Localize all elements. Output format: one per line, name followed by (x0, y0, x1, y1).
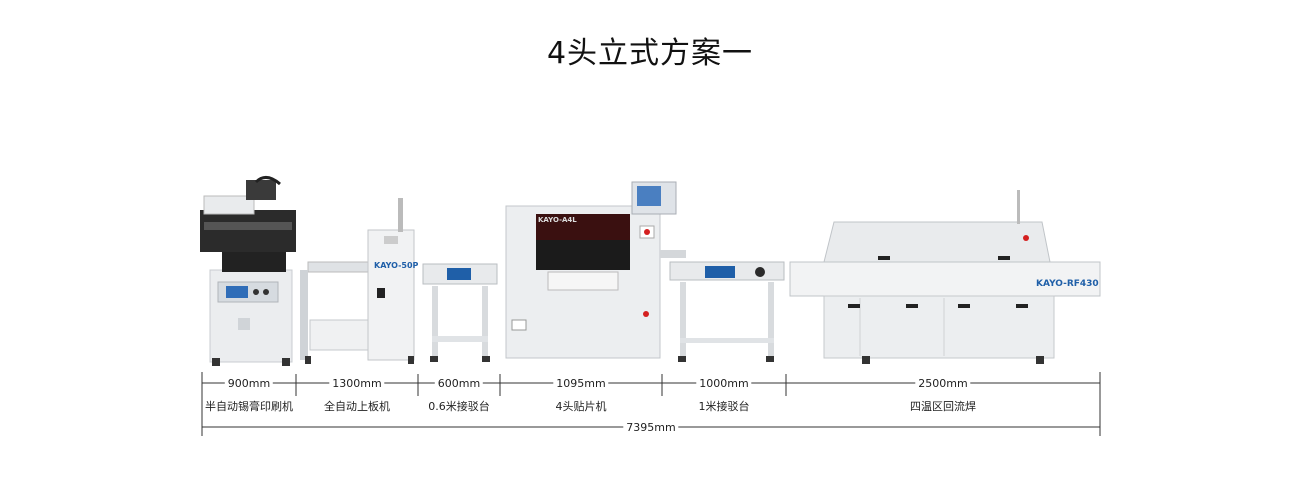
machine-name: 0.6米接驳台 (428, 400, 490, 413)
dimension-label: 1300mm (329, 377, 385, 390)
dimension-label: 1000mm (696, 377, 752, 390)
dimension-label: 600mm (434, 377, 484, 390)
machine-name: 1米接驳台 (698, 400, 750, 413)
stencil-printer-image (200, 176, 296, 366)
machine-name: 四温区回流焊 (910, 400, 976, 413)
conveyor-0-6m-image (422, 263, 498, 362)
dimension-label: 2500mm (915, 377, 971, 390)
board-loader-image (300, 198, 415, 364)
dimension-label: 1095mm (553, 377, 609, 390)
machine-name: 半自动锡膏印刷机 (205, 400, 293, 413)
machine-name: 4头贴片机 (555, 400, 607, 413)
loader-badge: KAYO-50P (374, 261, 419, 270)
machine-name: 全自动上板机 (324, 400, 390, 413)
conveyor-1m-image (669, 261, 785, 362)
oven-badge: KAYO-RF430 (1036, 279, 1099, 289)
placer-badge: KAYO-A4L (538, 216, 577, 224)
page-title: 4头立式方案一 (546, 36, 754, 71)
pick-and-place-image (505, 181, 686, 359)
reflow-oven-image (789, 190, 1101, 364)
dimension-label: 900mm (224, 377, 274, 390)
total-length-label: 7395mm (623, 421, 679, 434)
